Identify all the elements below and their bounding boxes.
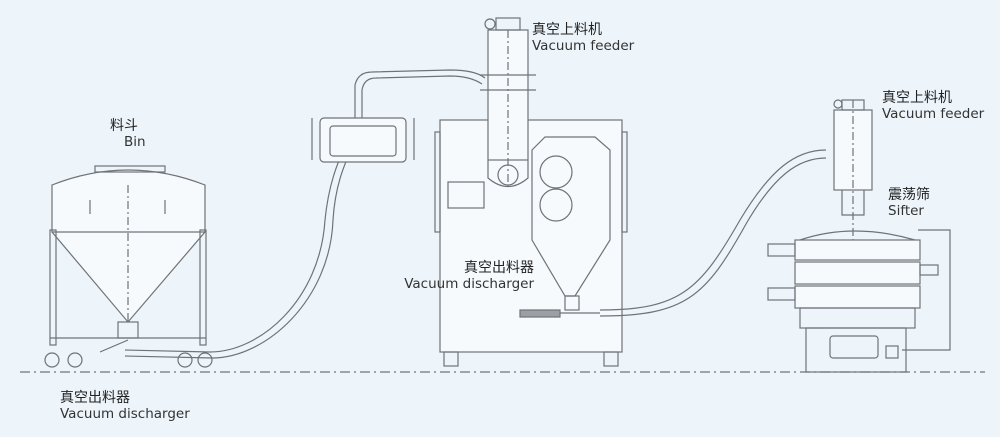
- discharger-left-label: 真空出料器 Vacuum discharger: [60, 390, 190, 422]
- sifter-label-cn: 震荡筛: [888, 187, 930, 203]
- hose-discharger-to-sifter-feeder: [599, 149, 827, 311]
- bin-label: 料斗 Bin: [110, 118, 146, 150]
- sifter-label: 震荡筛 Sifter: [888, 187, 930, 219]
- bin: [44, 165, 213, 368]
- feeder-center-label: 真空上料机 Vacuum feeder: [532, 22, 634, 54]
- main-machine: [434, 119, 628, 367]
- feeder-right-label-cn: 真空上料机: [882, 90, 952, 106]
- feeder-right-label: 真空上料机 Vacuum feeder: [882, 90, 984, 122]
- discharger-center-label-cn: 真空出料器: [464, 260, 534, 276]
- discharger-left-label-cn: 真空出料器: [60, 390, 130, 406]
- control-panel: [311, 117, 415, 163]
- feeder-center-label-cn: 真空上料机: [532, 22, 602, 38]
- discharger-center-label: 真空出料器 Vacuum discharger: [398, 260, 534, 292]
- vacuum-feeder-right: [833, 99, 873, 240]
- bin-label-cn: 料斗: [110, 118, 138, 134]
- vacuum-feeder-center: [480, 17, 536, 190]
- sifter-label-en: Sifter: [888, 203, 924, 219]
- discharger-center-label-en: Vacuum discharger: [404, 276, 534, 292]
- feeder-center-label-en: Vacuum feeder: [532, 38, 635, 54]
- discharger-left-label-en: Vacuum discharger: [60, 406, 190, 422]
- feeder-right-label-en: Vacuum feeder: [882, 106, 985, 122]
- sifter: [767, 229, 951, 373]
- bin-label-en: Bin: [124, 134, 146, 150]
